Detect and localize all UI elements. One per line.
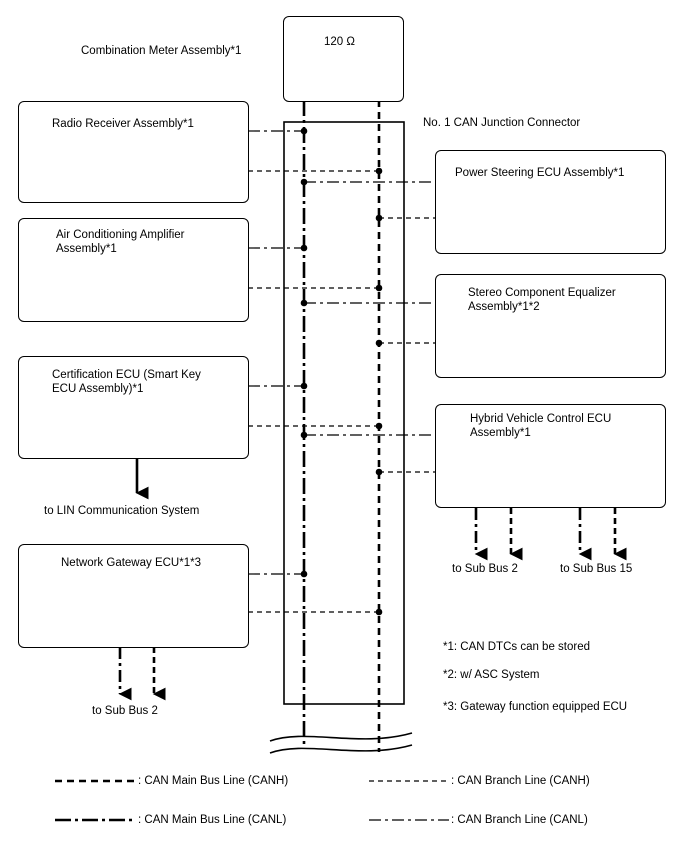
hv-subbus-b-label: to Sub Bus 15 [560, 563, 633, 575]
radio-receiver-box [18, 101, 249, 203]
hv-subbus-a-label: to Sub Bus 2 [452, 563, 518, 575]
air-conditioning-label: Air Conditioning Amplifier Assembly*1 [56, 229, 185, 255]
junction-connector-box [283, 121, 405, 705]
certification-ecu-label: Certification ECU (Smart Key ECU Assembl… [52, 369, 201, 395]
branch-lines-canh [248, 170, 436, 613]
legend-main-canh: : CAN Main Bus Line (CANH) [138, 775, 289, 787]
combination-meter-label: Combination Meter Assembly*1 [81, 45, 242, 57]
note-2: *2: w/ ASC System [443, 669, 540, 681]
branch-lines-canl [248, 130, 436, 575]
legend-branch-canl: : CAN Branch Line (CANL) [451, 814, 588, 826]
combination-meter-box [283, 16, 404, 102]
hybrid-vehicle-label: Hybrid Vehicle Control ECU Assembly*1 [470, 413, 612, 439]
air-conditioning-box [18, 218, 249, 322]
power-steering-label: Power Steering ECU Assembly*1 [455, 167, 625, 179]
radio-receiver-label: Radio Receiver Assembly*1 [52, 118, 194, 130]
legend-main-canl: : CAN Main Bus Line (CANL) [138, 814, 287, 826]
lin-output-label: to LIN Communication System [44, 505, 200, 517]
stereo-equalizer-label: Stereo Component Equalizer Assembly*1*2 [468, 287, 616, 313]
junction-connector-label: No. 1 CAN Junction Connector [423, 117, 581, 129]
note-1: *1: CAN DTCs can be stored [443, 641, 591, 653]
resistor-label: 120 Ω [324, 36, 355, 48]
legend-branch-canh: : CAN Branch Line (CANH) [451, 775, 590, 787]
certification-ecu-box [18, 356, 249, 459]
note-3: *3: Gateway function equipped ECU [443, 701, 628, 713]
power-steering-box [435, 150, 666, 254]
junction-dots [300, 127, 383, 616]
network-gateway-label: Network Gateway ECU*1*3 [61, 557, 201, 569]
gateway-subbus-label: to Sub Bus 2 [92, 705, 158, 717]
bus-break-mark-2 [269, 744, 413, 754]
bus-break-mark [269, 732, 413, 742]
stereo-equalizer-box [435, 274, 666, 378]
network-gateway-box [18, 544, 249, 648]
hybrid-vehicle-box [435, 404, 666, 508]
